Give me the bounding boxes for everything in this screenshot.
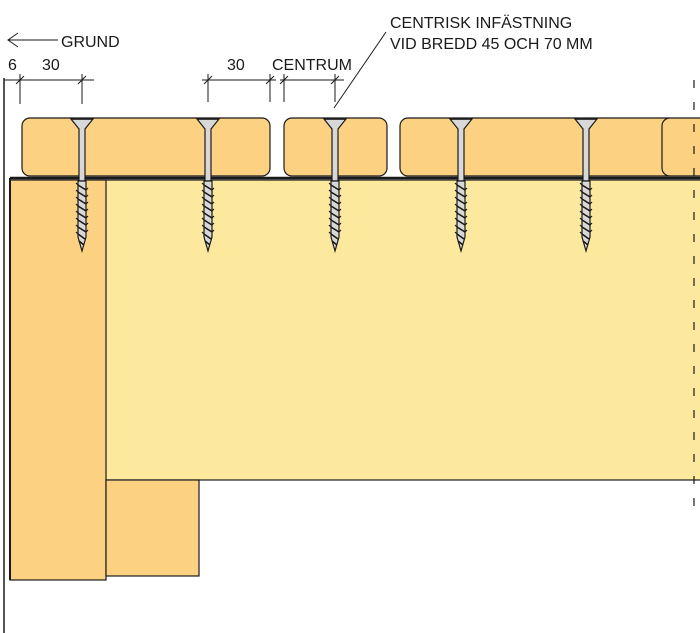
lower-block bbox=[105, 479, 200, 577]
side-board bbox=[9, 179, 107, 581]
main-beam bbox=[9, 179, 700, 481]
dim-gap-label: 6 bbox=[8, 57, 17, 74]
deck-board-3 bbox=[399, 117, 678, 177]
left-dimension bbox=[4, 74, 94, 104]
grund-label: GRUND bbox=[61, 34, 120, 51]
deck-board-1 bbox=[21, 117, 271, 177]
centrum-label: CENTRUM bbox=[272, 57, 352, 74]
dim-width-label: 30 bbox=[42, 57, 60, 74]
note-line-1: CENTRISK INFÄSTNING bbox=[390, 14, 572, 32]
dim-mid-label: 30 bbox=[227, 57, 245, 74]
deck-board-4 bbox=[661, 117, 700, 177]
note-leader-line bbox=[333, 31, 387, 109]
mid-dimension bbox=[202, 74, 276, 102]
note-line-2: VID BREDD 45 OCH 70 MM bbox=[390, 36, 593, 53]
grund-arrow bbox=[7, 32, 58, 48]
centrum-dimension bbox=[279, 74, 344, 102]
